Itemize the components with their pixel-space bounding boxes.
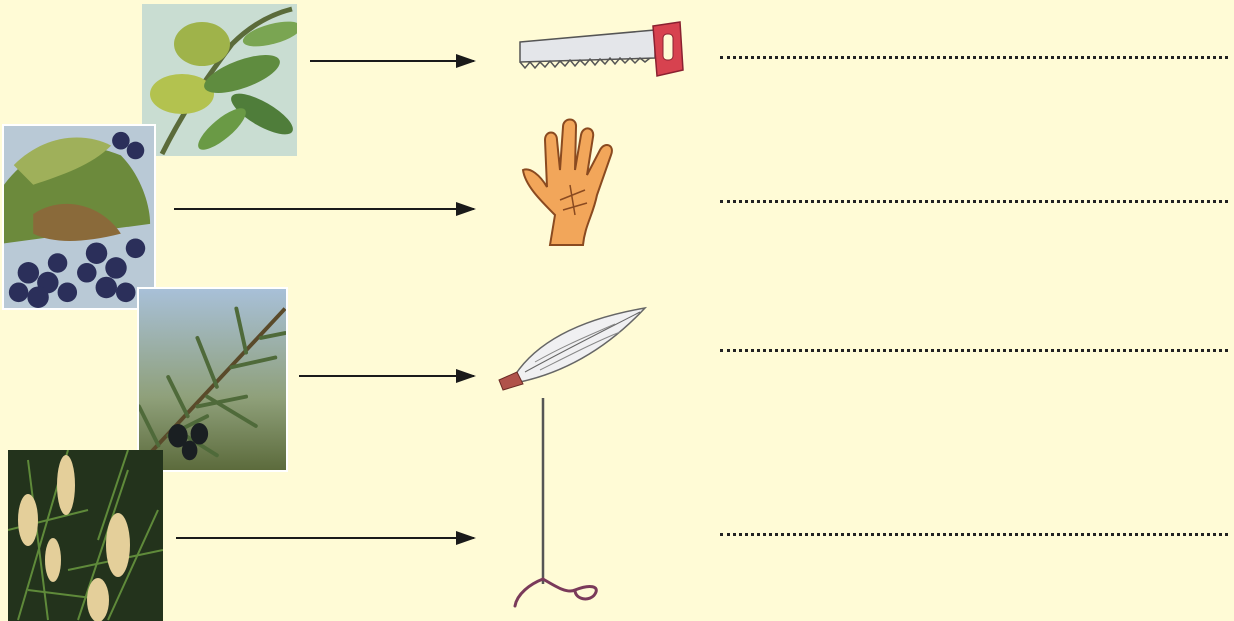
chestnut-branch-photo [142, 4, 297, 156]
needle-pin-icon [505, 394, 615, 616]
pine-branch-photo [8, 450, 163, 621]
answer-line[interactable] [720, 200, 1228, 203]
arrow [174, 208, 474, 210]
arrow [299, 375, 474, 377]
grapevine-photo [2, 124, 156, 310]
answer-line[interactable] [720, 533, 1228, 536]
answer-line[interactable] [720, 56, 1228, 59]
answer-line[interactable] [720, 349, 1228, 352]
arrow [176, 537, 474, 539]
feather-quill-icon [495, 300, 650, 392]
arrow [310, 60, 474, 62]
saw-icon [515, 20, 685, 80]
hand-icon [515, 115, 630, 255]
olive-branch-photo [137, 287, 288, 472]
